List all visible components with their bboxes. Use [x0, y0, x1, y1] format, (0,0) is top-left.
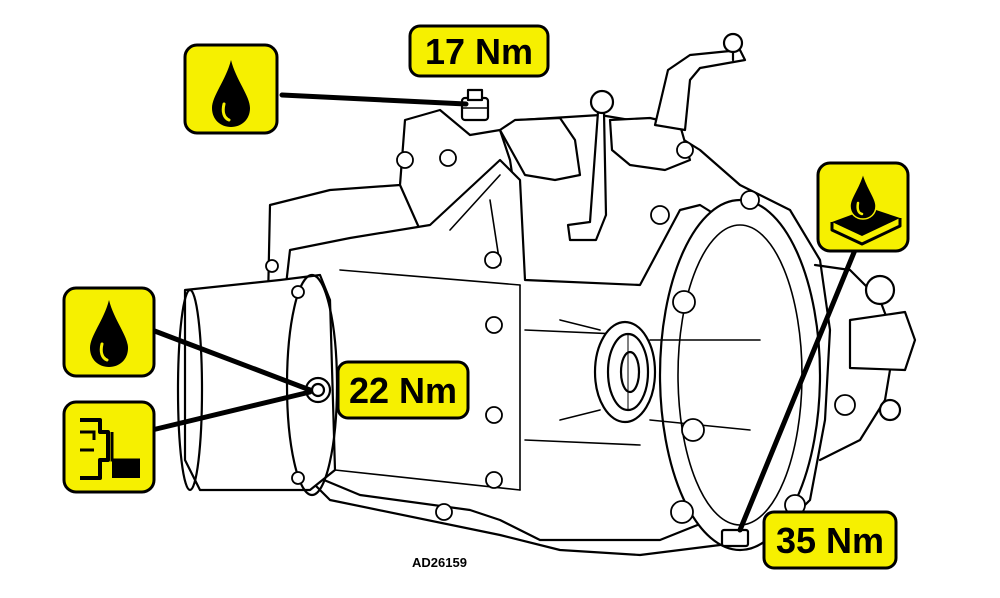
gear-rod-ball	[589, 89, 615, 115]
drive-shaft-seal	[593, 320, 657, 424]
sealant-on-surface-icon	[816, 161, 910, 253]
gearbox-drawing	[176, 32, 917, 557]
torque-label-22nm: 22 Nm	[349, 370, 457, 411]
bolts	[265, 141, 856, 524]
leader-35nm	[737, 247, 858, 533]
figure-reference-code: AD26159	[412, 555, 467, 570]
selector-ball	[722, 32, 744, 54]
lower-plug	[720, 528, 750, 548]
torque-label-17nm: 17 Nm	[425, 31, 533, 72]
output-mount	[848, 310, 917, 372]
leader-plug-section	[149, 389, 313, 433]
leader-17nm	[279, 92, 469, 107]
plug-thread-section-icon	[62, 400, 156, 494]
leader-drop-left	[149, 327, 313, 393]
filler-plug	[460, 88, 490, 122]
leader-lines	[149, 92, 858, 533]
torque-callout-22nm: 22 Nm	[336, 360, 470, 420]
oil-drop-icon	[183, 43, 279, 135]
bell-housing-flange	[658, 198, 822, 552]
oil-drop-icon	[62, 286, 156, 378]
callouts: 17 Nm 22 Nm 35 Nm	[62, 24, 910, 570]
torque-label-35nm: 35 Nm	[776, 520, 884, 561]
selector-arm	[653, 48, 747, 132]
gear-rod	[566, 110, 608, 242]
torque-callout-17nm: 17 Nm	[408, 24, 550, 78]
torque-callout-35nm: 35 Nm	[762, 510, 898, 570]
